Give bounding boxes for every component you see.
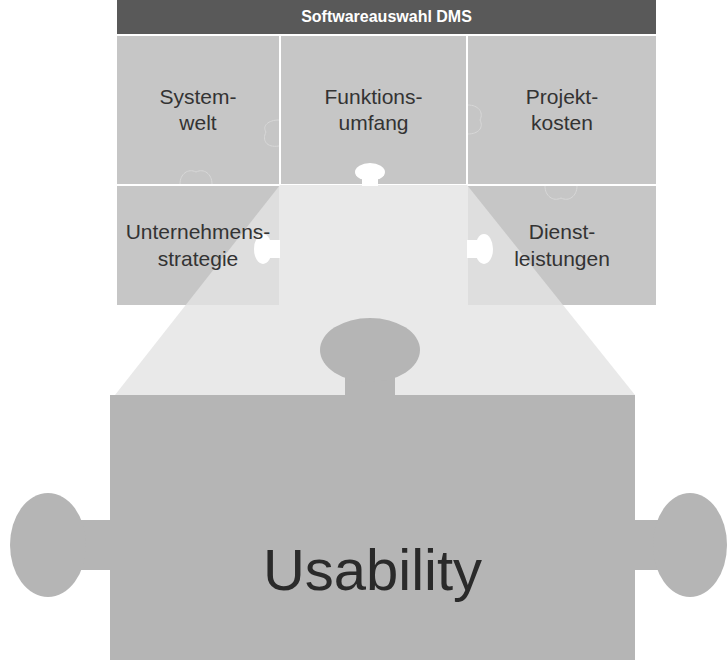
projection-trapezoid bbox=[115, 185, 635, 395]
sockets bbox=[254, 163, 493, 264]
puzzle-piece: Funktions- umfang bbox=[281, 36, 466, 184]
piece-label: Funktions- umfang bbox=[324, 84, 422, 137]
knob-outline bbox=[265, 120, 279, 146]
puzzle-piece: Dienst- leistungen bbox=[468, 186, 656, 305]
piece-label: Dienst- leistungen bbox=[514, 219, 610, 272]
puzzle-piece: Projekt- kosten bbox=[468, 36, 656, 184]
puzzle-piece bbox=[117, 36, 279, 184]
projection-beam bbox=[115, 185, 635, 395]
piece-label: System- welt bbox=[159, 84, 236, 137]
piece-label: Usability bbox=[263, 534, 482, 607]
big-puzzle-piece bbox=[10, 318, 727, 660]
knob-outline bbox=[468, 105, 481, 134]
puzzle-piece bbox=[468, 36, 656, 184]
puzzle-piece: System- welt bbox=[117, 36, 279, 184]
diagram-title: Softwareauswahl DMS bbox=[301, 8, 472, 26]
puzzle-piece bbox=[281, 36, 466, 184]
knob-outline bbox=[545, 186, 577, 199]
piece-label: Projekt- kosten bbox=[526, 84, 598, 137]
title-band: Softwareauswahl DMS bbox=[117, 0, 656, 34]
knob-head bbox=[10, 493, 86, 597]
knob-head bbox=[320, 318, 420, 382]
knob-head bbox=[653, 493, 727, 597]
piece-body bbox=[110, 395, 635, 660]
puzzle-piece: Unternehmens- strategie bbox=[117, 186, 279, 305]
knob-outline bbox=[180, 171, 212, 184]
socket bbox=[475, 234, 493, 264]
usability-piece: Usability bbox=[110, 480, 635, 660]
socket bbox=[355, 163, 385, 181]
piece-label: Unternehmens- strategie bbox=[126, 219, 271, 272]
